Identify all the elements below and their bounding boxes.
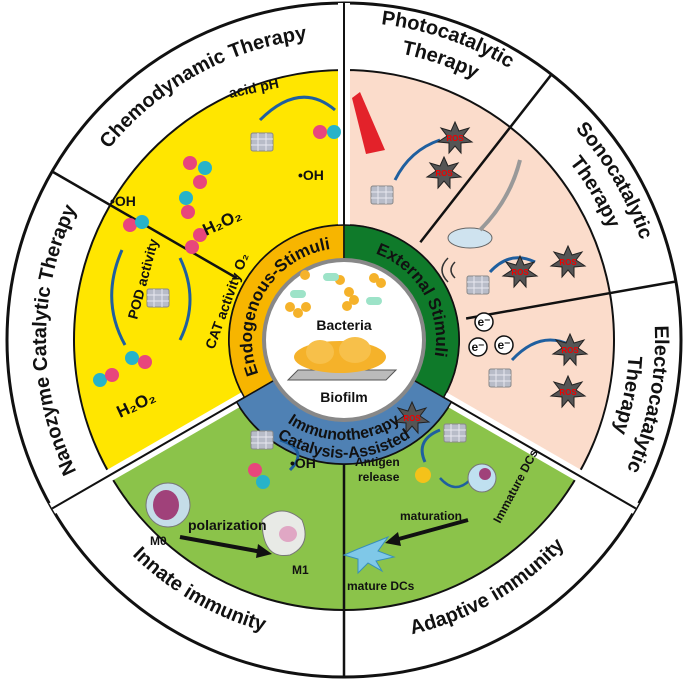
m0-macrophage-icon: [145, 482, 191, 528]
arrowhead: [256, 544, 272, 558]
molecule-icon: [93, 215, 207, 387]
biofilm-label: Biofilm: [320, 389, 367, 405]
sound-waves-icon: [441, 257, 456, 283]
m1-label: M1: [292, 563, 309, 577]
ros-label: ROS: [559, 388, 577, 397]
reaction-arrow: [439, 477, 471, 489]
ros-label: ROS: [559, 258, 577, 267]
mature-dc-icon: [342, 535, 396, 575]
polarization-arrow: [179, 535, 263, 554]
m1-macrophage-icon: [261, 510, 306, 557]
molecule-icon: [179, 125, 341, 219]
biofilm-icon: [286, 337, 398, 381]
ultrasound-transducer-icon: [447, 159, 522, 249]
hydroxyl-radical-label: •OH: [298, 167, 324, 183]
hydroxyl-radical-label: •OH: [290, 455, 316, 471]
mature-dcs-label: mature DCs: [347, 579, 415, 593]
maturation-arrow: [394, 518, 469, 542]
light-source-icon: [352, 92, 385, 154]
ros-label: ROS: [511, 268, 529, 277]
ros-label: ROS: [435, 169, 453, 178]
reaction-arrow: [488, 256, 536, 274]
electron-icon: [468, 312, 514, 357]
nanozyme-cube-icon: [488, 368, 512, 388]
divider-line: [419, 73, 553, 244]
reaction-arrow: [279, 438, 300, 472]
reaction-arrow: [420, 428, 441, 463]
nanozyme-cube-icon: [250, 132, 274, 152]
nanozyme-cube-icon: [443, 423, 467, 443]
nanozyme-cube-icon: [370, 185, 394, 205]
arrowhead: [385, 532, 401, 546]
reaction-arrow: [258, 95, 336, 122]
nanozyme-cube-icon: [466, 275, 490, 295]
hydroxyl-radical-label: •OH: [110, 193, 136, 209]
electron-label: e⁻: [497, 338, 510, 352]
antigen-label: Antigen: [355, 455, 400, 469]
m0-label: M0: [150, 534, 167, 548]
bacteria-icon: [285, 270, 386, 318]
maturation-label: maturation: [400, 509, 462, 523]
bacteria-label: Bacteria: [316, 317, 371, 333]
divider-line: [465, 280, 677, 320]
antigen-release-label: release: [358, 470, 400, 484]
ros-label: ROS: [561, 346, 579, 355]
cycle-arrows: [110, 249, 192, 346]
ros-label: ROS: [446, 134, 464, 143]
nanozyme-cube-icon: [146, 288, 170, 308]
antigen-icon: [415, 467, 431, 483]
immature-dc-icon: [467, 463, 497, 493]
ros-label: ROS: [403, 414, 421, 423]
nanozyme-cube-icon: [250, 430, 274, 450]
electron-label: e⁻: [477, 315, 490, 329]
reaction-arrow: [393, 138, 441, 181]
molecule-icon: [248, 463, 270, 489]
polarization-label: polarization: [188, 517, 267, 533]
electron-label: e⁻: [471, 340, 484, 354]
